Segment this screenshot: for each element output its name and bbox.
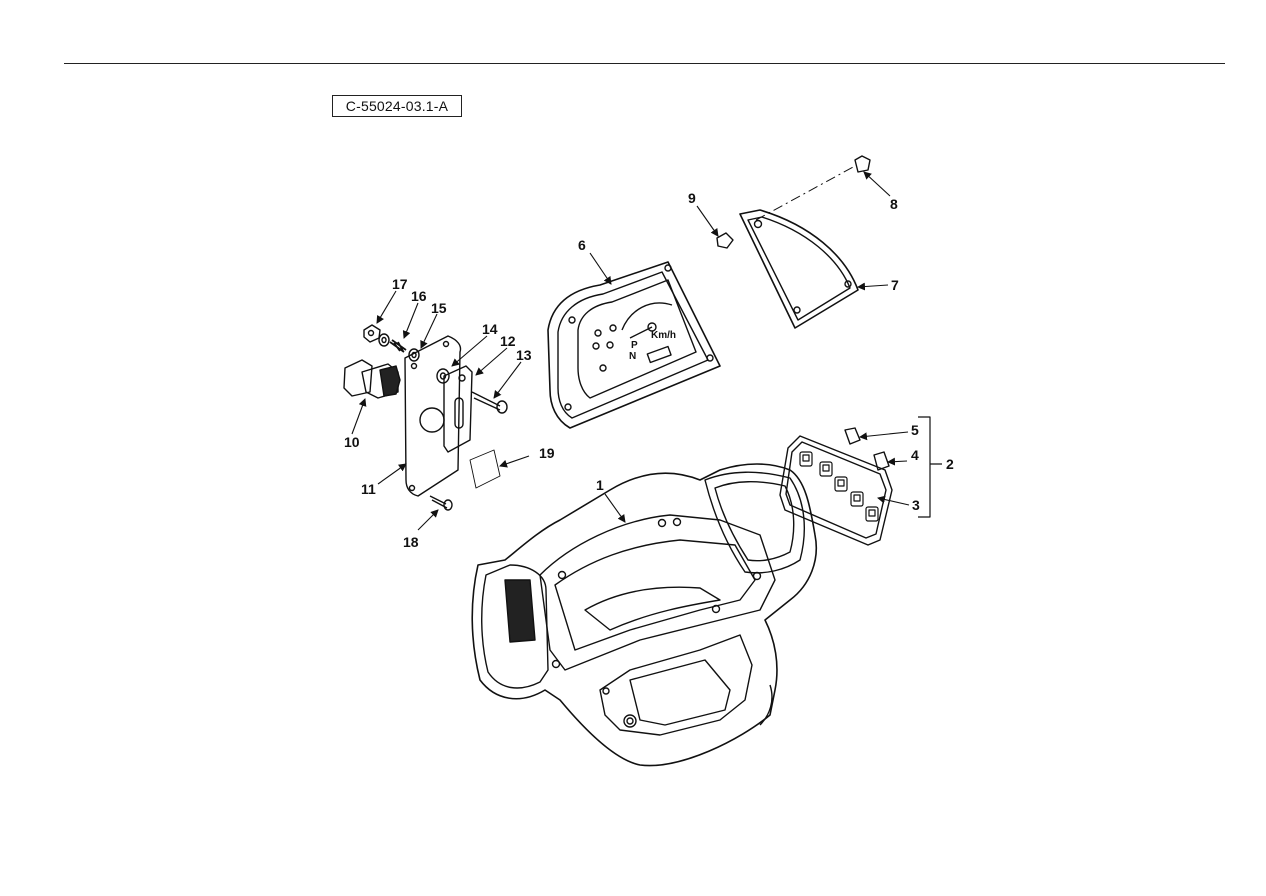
hex-nut-part: [363, 324, 381, 343]
leader-12: [475, 347, 508, 376]
bracket-part: [443, 365, 473, 453]
callout-9: 9: [688, 190, 696, 206]
washer-part: [436, 368, 450, 384]
leader-13: [493, 361, 522, 399]
callout-16: 16: [411, 288, 427, 304]
panel-label-speed-unit: Km/h: [651, 330, 676, 341]
callout-10: 10: [344, 434, 360, 450]
leader-15: [420, 313, 438, 349]
callout-14: 14: [482, 321, 498, 337]
callout-18: 18: [403, 534, 419, 550]
rotary-switch-part: [343, 359, 401, 399]
callout-3: 3: [912, 497, 920, 513]
screw-part: [854, 155, 871, 173]
spacer-part: [389, 339, 407, 353]
callout-15: 15: [431, 300, 447, 316]
callout-19: 19: [539, 445, 555, 461]
leader-5: [859, 431, 909, 441]
leader-7: [857, 282, 889, 291]
callout-2: 2: [946, 456, 954, 472]
leader-11: [377, 463, 407, 485]
side-cover-part: [739, 209, 859, 329]
callout-8: 8: [890, 196, 898, 212]
figure-reference-code: C-55024-03.1-A: [332, 95, 462, 117]
leader-18: [417, 509, 439, 531]
alignment-centerline: [755, 165, 856, 221]
callout-5: 5: [911, 422, 919, 438]
leader-17: [376, 290, 397, 324]
callout-1: 1: [596, 477, 604, 493]
leader-9: [696, 205, 719, 237]
small-washer-part: [378, 333, 390, 347]
leader-8: [863, 171, 891, 197]
header-rule: [64, 63, 1225, 64]
leader-4: [887, 457, 908, 466]
leader-19: [499, 455, 530, 468]
mounting-plate-part: [404, 335, 462, 497]
callout-7: 7: [891, 277, 899, 293]
leader-6: [589, 252, 612, 285]
screw-18-part: [429, 495, 453, 511]
label-plate-part: [469, 449, 501, 489]
bolt-part: [471, 391, 508, 414]
nut-part: [716, 232, 734, 249]
dashboard-housing-part: [471, 463, 817, 767]
callout-12: 12: [500, 333, 516, 349]
instrument-cluster-part: [547, 261, 721, 429]
panel-label-p: P: [631, 340, 638, 351]
switch-blank-part: [873, 451, 890, 471]
callout-4: 4: [911, 447, 919, 463]
callout-11: 11: [361, 481, 376, 497]
callout-13: 13: [516, 347, 532, 363]
group-bracket-2: [918, 416, 942, 518]
spring-part: [408, 348, 420, 362]
leader-16: [402, 302, 419, 339]
leader-14: [451, 335, 488, 367]
leader-10: [351, 398, 367, 435]
panel-label-n: N: [629, 351, 636, 362]
callout-6: 6: [578, 237, 586, 253]
switch-panel-part: [779, 435, 893, 546]
leader-3: [877, 495, 910, 506]
switch-cap-part: [844, 427, 861, 445]
leader-1: [604, 493, 626, 523]
callout-17: 17: [392, 276, 408, 292]
